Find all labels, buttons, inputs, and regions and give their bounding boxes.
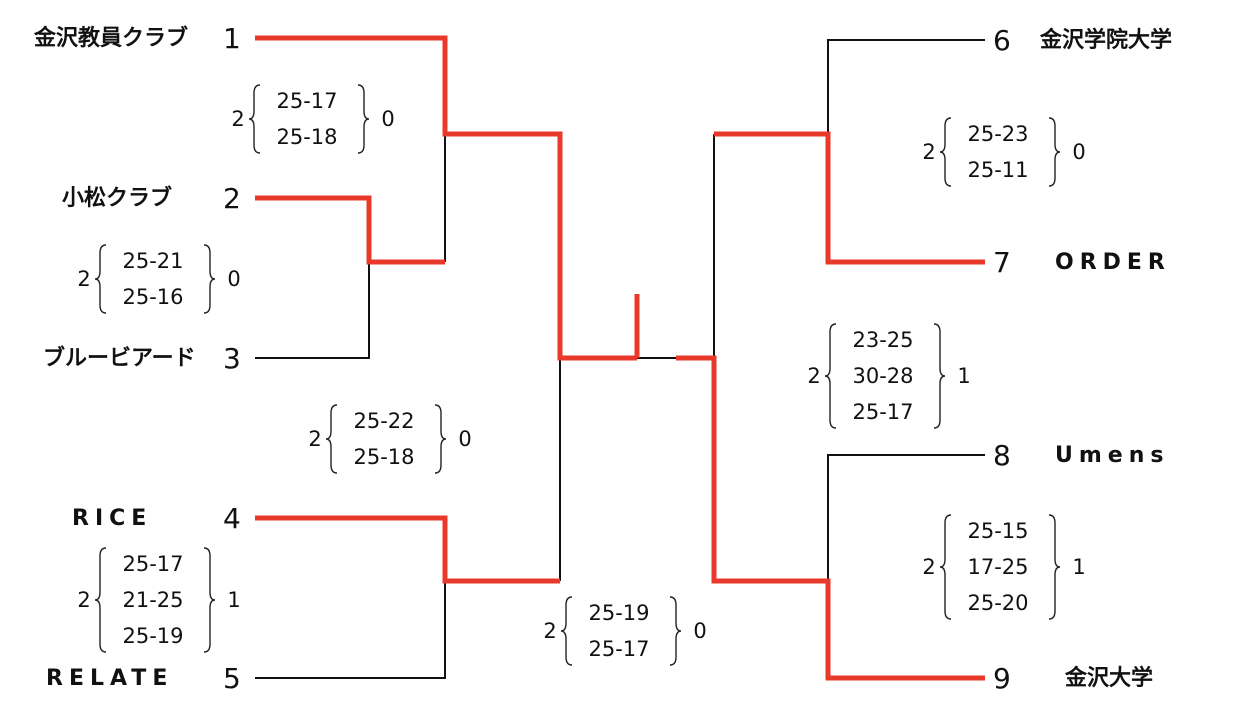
left-brace — [939, 514, 952, 620]
set-score: 30-28 — [852, 364, 914, 388]
set-score: 25-16 — [122, 285, 184, 309]
set-scores: 25-22 25-18 — [339, 403, 429, 475]
left-brace — [94, 547, 107, 653]
winner-path-team1 — [255, 35, 637, 361]
set-score: 25-19 — [122, 624, 184, 648]
winner-path-team7 — [714, 131, 985, 265]
sets-lost: 1 — [227, 588, 241, 612]
sets-lost: 0 — [227, 267, 241, 291]
set-scores: 25-17 25-18 — [262, 83, 352, 155]
set-scores: 25-15 17-25 25-20 — [953, 513, 1043, 621]
set-score: 25-15 — [967, 519, 1029, 543]
sets-won: 2 — [308, 427, 322, 451]
seed-number-4: 4 — [223, 502, 241, 535]
set-score: 25-23 — [967, 122, 1029, 146]
sets-lost: 0 — [693, 619, 707, 643]
set-scores: 25-21 25-16 — [108, 243, 198, 315]
line-team5 — [255, 581, 446, 679]
team-name-9: 金沢大学 — [1065, 666, 1154, 691]
sets-lost: 0 — [458, 427, 472, 451]
set-score: 17-25 — [967, 555, 1029, 579]
team-name-2: 小松クラブ — [62, 186, 173, 211]
sets-won: 2 — [807, 364, 821, 388]
set-score: 25-22 — [353, 409, 415, 433]
seed-number-7: 7 — [993, 246, 1011, 279]
sets-won: 2 — [77, 588, 91, 612]
team-name-4: RICE — [72, 506, 153, 531]
team-name-8: Umens — [1055, 443, 1170, 468]
left-brace — [94, 244, 107, 314]
left-brace — [248, 84, 261, 154]
set-score: 25-21 — [122, 249, 184, 273]
line-team8 — [827, 454, 985, 581]
right-brace — [203, 244, 216, 314]
line-team6 — [827, 39, 985, 134]
right-brace — [357, 84, 370, 154]
line-team3 — [255, 262, 370, 359]
left-brace — [325, 404, 338, 474]
match-score-123v45: 2 25-22 25-18 0 — [303, 403, 483, 475]
set-score: 25-18 — [276, 125, 338, 149]
right-brace — [933, 323, 946, 429]
sets-lost: 0 — [381, 107, 395, 131]
set-scores: 25-23 25-11 — [953, 116, 1043, 188]
seed-number-5: 5 — [223, 662, 241, 695]
right-brace — [203, 547, 216, 653]
seed-number-8: 8 — [993, 439, 1011, 472]
set-scores: 25-19 25-17 — [574, 595, 664, 667]
match-score-4v5: 2 25-17 21-25 25-19 1 — [72, 546, 252, 654]
left-brace — [560, 596, 573, 666]
set-score: 25-17 — [588, 637, 650, 661]
seed-number-3: 3 — [223, 342, 241, 375]
seed-number-2: 2 — [223, 182, 241, 215]
set-scores: 23-25 30-28 25-17 — [838, 322, 928, 430]
right-brace — [434, 404, 447, 474]
bracket-winner-lines — [255, 35, 985, 681]
left-brace — [824, 323, 837, 429]
seed-number-6: 6 — [993, 24, 1011, 57]
sets-lost: 1 — [957, 364, 971, 388]
bracket-black-lines — [255, 39, 985, 679]
match-score-6v7: 2 25-23 25-11 0 — [917, 116, 1097, 188]
match-score-8v9: 2 25-15 17-25 25-20 1 — [917, 513, 1097, 621]
set-score: 25-11 — [967, 158, 1029, 182]
sets-lost: 0 — [1072, 140, 1086, 164]
match-score-67v89: 2 23-25 30-28 25-17 1 — [802, 322, 982, 430]
right-brace — [1048, 117, 1061, 187]
winner-path-team4 — [255, 515, 560, 584]
sets-won: 2 — [77, 267, 91, 291]
set-score: 25-17 — [122, 552, 184, 576]
sets-won: 2 — [922, 555, 936, 579]
match-score-2v3: 2 25-21 25-16 0 — [72, 243, 252, 315]
match-score-final: 2 25-19 25-17 0 — [538, 595, 718, 667]
winner-path-team2 — [255, 195, 445, 265]
sets-lost: 1 — [1072, 555, 1086, 579]
set-score: 25-20 — [967, 591, 1029, 615]
sets-won: 2 — [231, 107, 245, 131]
winner-path-team9 — [676, 355, 985, 681]
set-score: 21-25 — [122, 588, 184, 612]
right-brace — [669, 596, 682, 666]
right-brace — [1048, 514, 1061, 620]
team-name-5: RELATE — [46, 666, 174, 691]
sets-won: 2 — [922, 140, 936, 164]
match-score-1v23: 2 25-17 25-18 0 — [226, 83, 406, 155]
set-score: 25-19 — [588, 601, 650, 625]
sets-won: 2 — [543, 619, 557, 643]
set-scores: 25-17 21-25 25-19 — [108, 546, 198, 654]
set-score: 25-17 — [276, 89, 338, 113]
seed-number-9: 9 — [993, 662, 1011, 695]
set-score: 25-17 — [852, 400, 914, 424]
set-score: 23-25 — [852, 328, 914, 352]
team-name-1: 金沢教員クラブ — [34, 26, 189, 51]
left-brace — [939, 117, 952, 187]
team-name-6: 金沢学院大学 — [1040, 28, 1173, 53]
team-name-7: ORDER — [1055, 250, 1171, 275]
seed-number-1: 1 — [223, 22, 241, 55]
set-score: 25-18 — [353, 445, 415, 469]
team-name-3: ブルービアード — [43, 346, 196, 371]
